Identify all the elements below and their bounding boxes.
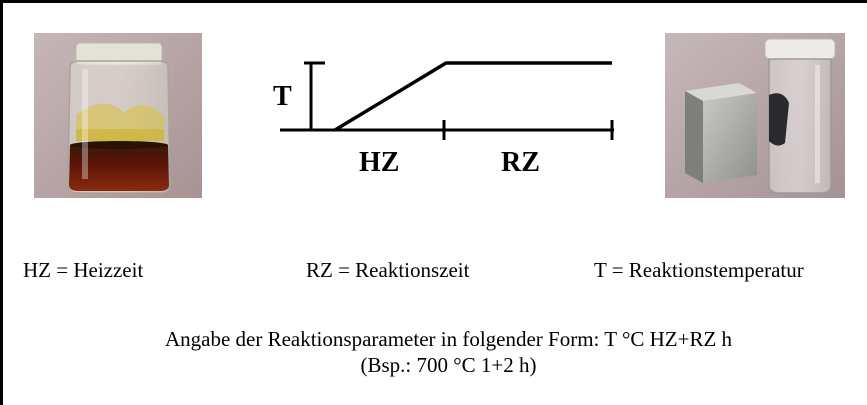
temperature-curve bbox=[334, 61, 612, 132]
parameter-format-note: Angabe der Reaktionsparameter in folgend… bbox=[164, 327, 733, 351]
temperature-profile-diagram: T HZ RZ bbox=[273, 61, 614, 178]
legend-t: T = Reaktionstemperatur bbox=[594, 258, 804, 282]
rz-segment-label: RZ bbox=[501, 147, 540, 178]
photo-jar-liquid bbox=[34, 33, 202, 198]
parameter-example-note: (Bsp.: 700 °C 1+2 h) bbox=[360, 353, 537, 377]
photo-metal-block-vial bbox=[665, 33, 845, 198]
legend-hz: HZ = Heizzeit bbox=[23, 258, 144, 282]
legend-rz: RZ = Reaktionszeit bbox=[306, 258, 470, 282]
t-axis-label: T bbox=[273, 81, 292, 112]
hz-segment-label: HZ bbox=[359, 147, 399, 178]
